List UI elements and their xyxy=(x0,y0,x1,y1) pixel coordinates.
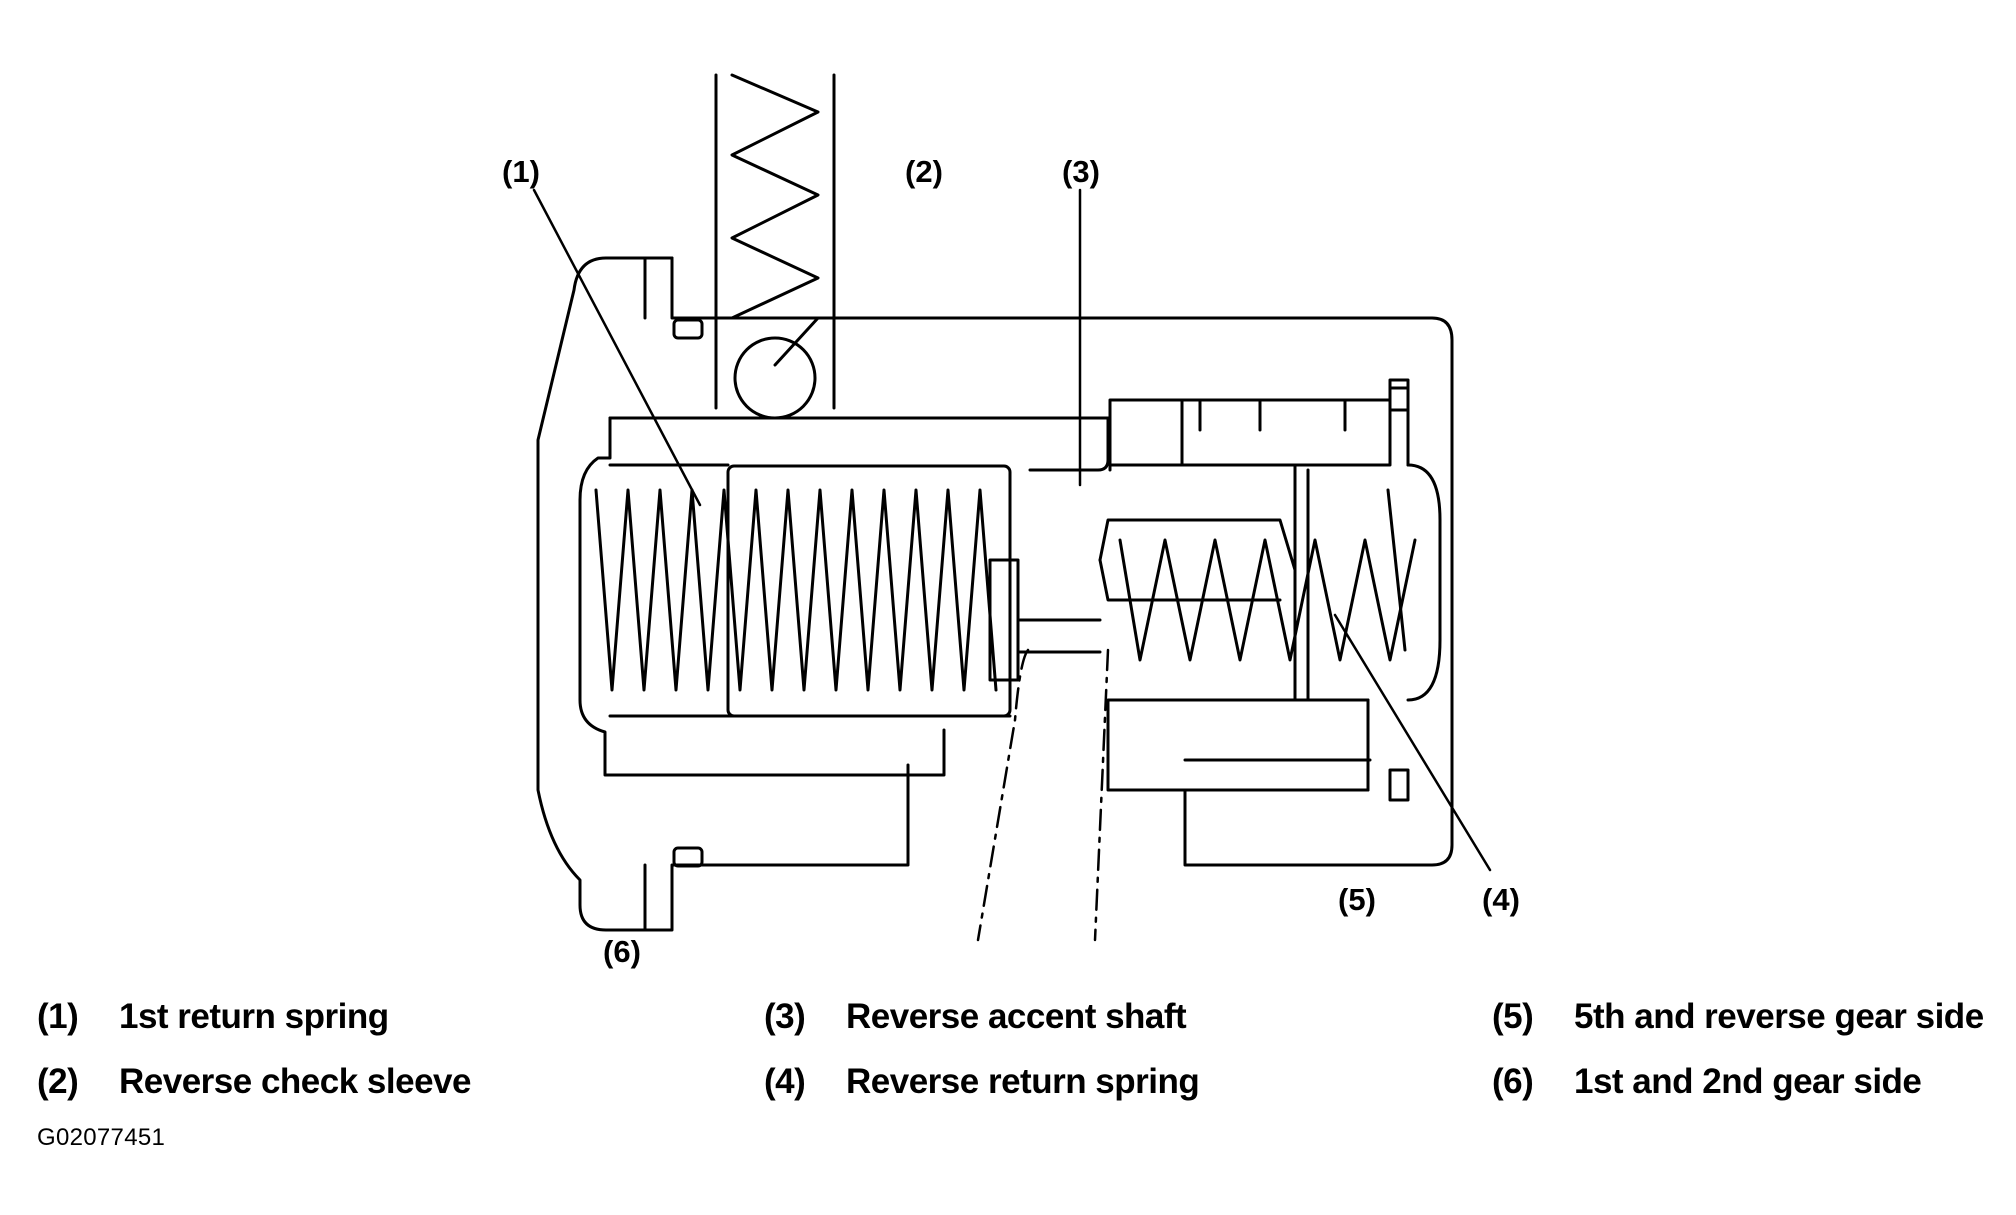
legend-text: 1st and 2nd gear side xyxy=(1574,1062,1922,1101)
legend-number: (4) xyxy=(764,1062,806,1101)
detent-ball xyxy=(733,336,817,420)
reverse-return-spring xyxy=(1118,538,1417,662)
legend-item-3: (3) Reverse accent shaft xyxy=(764,997,1187,1037)
first-return-spring xyxy=(594,488,998,692)
legend-text: 1st return spring xyxy=(119,997,389,1036)
callout-4: (4) xyxy=(1482,882,1520,917)
callout-6: (6) xyxy=(603,934,641,969)
legend-number: (2) xyxy=(37,1062,79,1101)
callout-1: (1) xyxy=(502,154,540,189)
legend-item-4: (4) Reverse return spring xyxy=(764,1062,1200,1102)
leader-lines xyxy=(532,188,1492,872)
legend-item-5: (5) 5th and reverse gear side xyxy=(1492,997,1984,1037)
spring-end-cap xyxy=(988,558,1020,682)
housing-outline xyxy=(536,256,1454,932)
legend-text: Reverse check sleeve xyxy=(119,1062,471,1101)
legend-number: (6) xyxy=(1492,1062,1534,1101)
callout-5: (5) xyxy=(1338,882,1376,917)
reverse-accent-shaft xyxy=(1018,416,1112,654)
legend-text: Reverse accent shaft xyxy=(846,997,1187,1036)
legend-text: 5th and reverse gear side xyxy=(1574,997,1984,1036)
legend-number: (1) xyxy=(37,997,79,1036)
legend-item-6: (6) 1st and 2nd gear side xyxy=(1492,1062,1922,1102)
right-cylinder xyxy=(1098,378,1442,802)
dashed-lever xyxy=(976,648,1110,942)
legend-text: Reverse return spring xyxy=(846,1062,1200,1101)
legend-number: (5) xyxy=(1492,997,1534,1036)
figure-id: G02077451 xyxy=(37,1124,166,1151)
reverse-check-sleeve xyxy=(578,416,1110,777)
legend-item-1: (1) 1st return spring xyxy=(37,997,389,1037)
detent-guide xyxy=(714,73,836,410)
callout-3: (3) xyxy=(1062,154,1100,189)
legend-item-2: (2) Reverse check sleeve xyxy=(37,1062,471,1102)
legend-number: (3) xyxy=(764,997,806,1036)
callout-2: (2) xyxy=(905,154,943,189)
